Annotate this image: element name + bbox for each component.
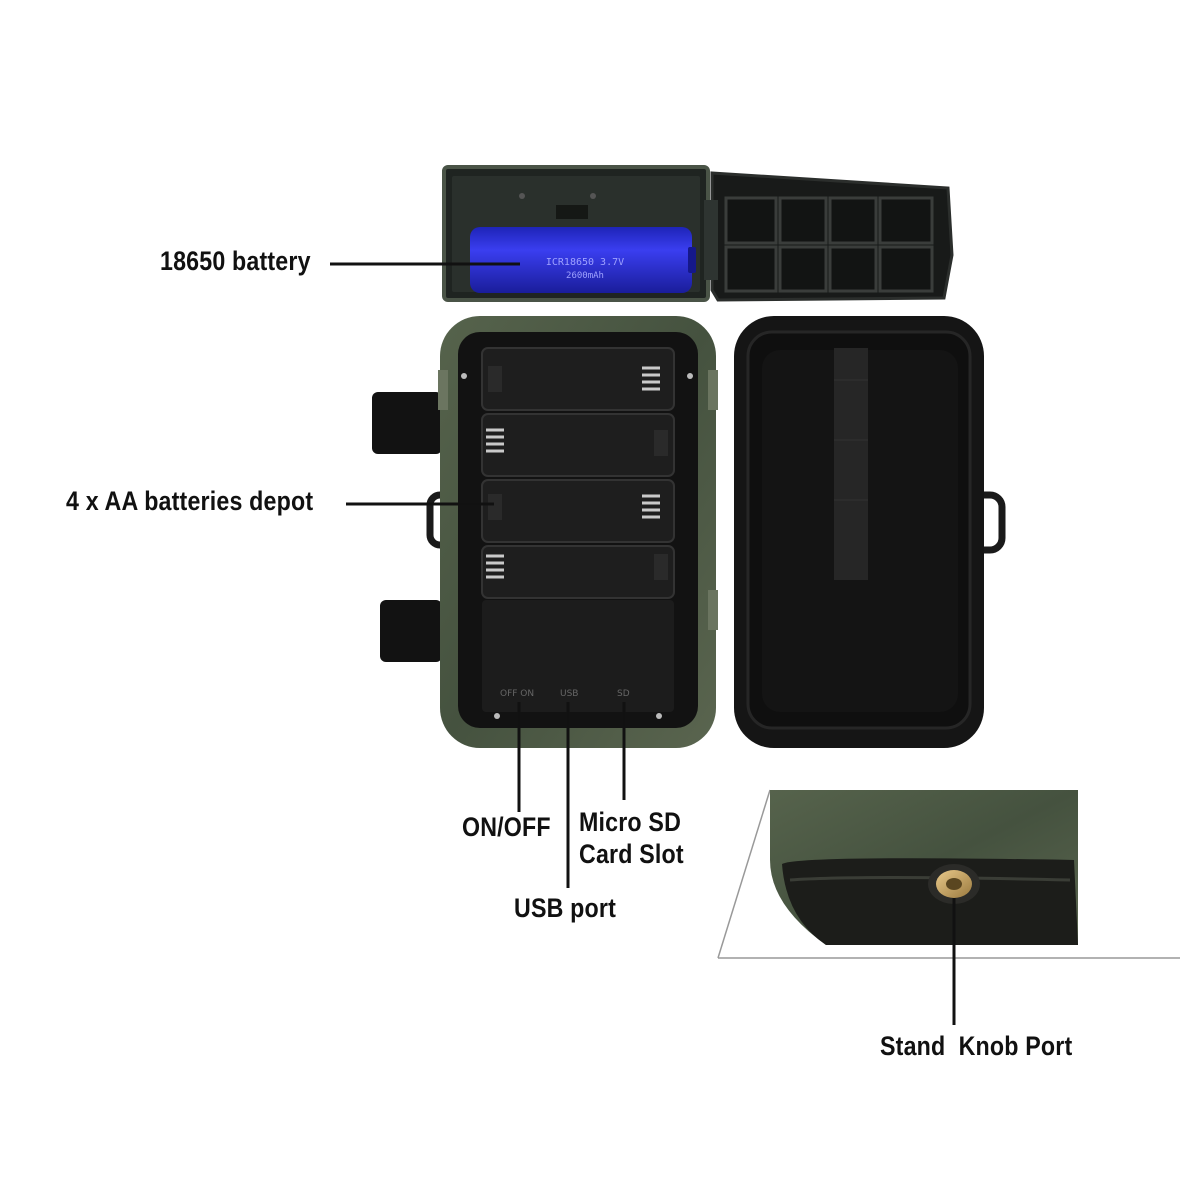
usb-marking: USB	[560, 689, 578, 699]
camera-body-open: OFF ON USB SD	[372, 316, 718, 748]
tripod-brass-insert-icon	[928, 864, 980, 904]
svg-text:2600mAh: 2600mAh	[566, 271, 604, 281]
callout-lines	[330, 262, 956, 1025]
aa-battery-slots	[481, 347, 675, 599]
sd-marking: SD	[617, 689, 630, 699]
battery-18650-lid	[704, 171, 954, 302]
callout-stand-knob-port: Stand Knob Port	[880, 1031, 1073, 1061]
callout-on-off: ON/OFF	[462, 812, 551, 842]
callout-18650-battery: 18650 battery	[160, 246, 311, 276]
battery-18650-compartment: ICR18650 3.7V 2600mAh	[442, 165, 710, 302]
camera-back-cover	[734, 316, 1006, 748]
aa-battery-icon	[486, 366, 660, 579]
callout-aa-depot: 4 x AA batteries depot	[66, 486, 314, 516]
camera-bottom-inset	[717, 789, 1180, 959]
callout-micro-sd-line2: Card Slot	[579, 839, 684, 870]
callout-micro-sd-line1: Micro SD	[579, 807, 682, 837]
switch-marking: OFF ON	[500, 689, 534, 699]
callout-micro-sd: Micro SD Card Slot	[579, 806, 684, 871]
svg-text:ICR18650 3.7V: ICR18650 3.7V	[546, 257, 624, 268]
callout-usb-port: USB port	[514, 893, 616, 923]
battery-18650-icon: ICR18650 3.7V 2600mAh	[470, 227, 696, 293]
